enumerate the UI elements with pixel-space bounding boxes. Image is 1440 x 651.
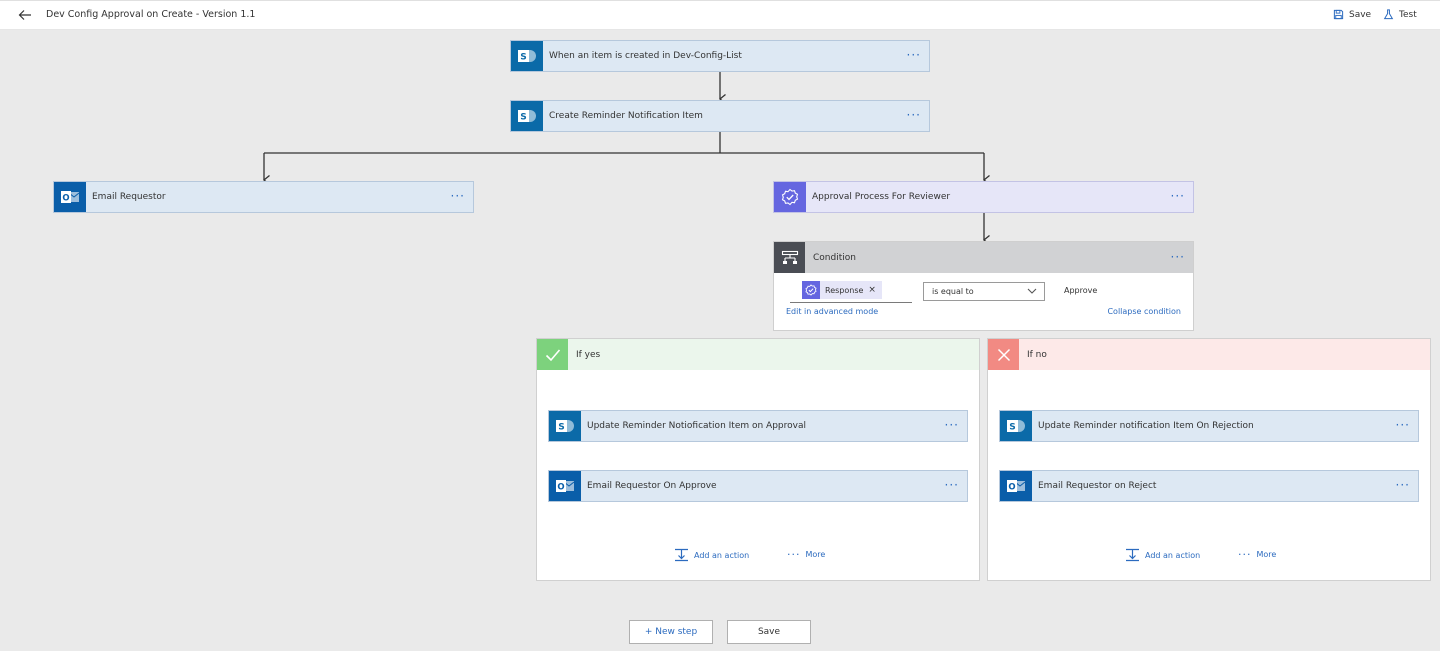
step-trigger-label: When an item is created in Dev-Config-Li… (549, 51, 742, 61)
step-update-reminder-rejection-menu[interactable]: ··· (1395, 418, 1410, 432)
step-approval-label: Approval Process For Reviewer (812, 192, 951, 202)
step-approval-menu[interactable]: ··· (1170, 189, 1185, 203)
branch-if-no-header[interactable]: If no (988, 339, 1430, 370)
svg-text:S: S (520, 53, 526, 63)
step-trigger[interactable]: S When an item is created in Dev-Config-… (510, 40, 930, 72)
new-step-button[interactable]: + New step (629, 620, 713, 644)
step-email-requestor-menu[interactable]: ··· (450, 189, 465, 203)
close-icon (988, 339, 1019, 370)
add-action-icon (675, 548, 688, 562)
no-more-button[interactable]: ··· More (1238, 548, 1276, 561)
step-update-reminder-approval[interactable]: S Update Reminder Notiofication Item on … (548, 410, 968, 442)
step-create-reminder-menu[interactable]: ··· (906, 108, 921, 122)
no-add-action-label: Add an action (1145, 550, 1201, 560)
step-update-reminder-approval-label: Update Reminder Notiofication Item on Ap… (587, 421, 806, 431)
save-toolbar-button[interactable]: Save (1333, 9, 1371, 20)
more-dots-icon: ··· (787, 548, 801, 561)
sharepoint-icon: S (511, 101, 543, 131)
svg-text:O: O (62, 194, 69, 204)
step-email-requestor-label: Email Requestor (92, 192, 166, 202)
svg-text:S: S (520, 113, 526, 123)
condition-right-operand[interactable]: Approve (1064, 286, 1098, 295)
top-bar: Dev Config Approval on Create - Version … (0, 0, 1440, 30)
branch-if-yes-header[interactable]: If yes (537, 339, 979, 370)
step-email-requestor-reject-label: Email Requestor on Reject (1038, 481, 1157, 491)
yes-more-button[interactable]: ··· More (787, 548, 825, 561)
collapse-condition-link[interactable]: Collapse condition (1107, 307, 1181, 316)
svg-text:O: O (557, 483, 564, 493)
sharepoint-icon: S (511, 41, 543, 71)
flask-icon (1383, 9, 1394, 20)
chevron-down-icon (1027, 288, 1037, 294)
yes-more-label: More (805, 550, 826, 559)
condition-card: Condition ··· Response × is equal to App… (773, 241, 1194, 331)
step-update-reminder-rejection[interactable]: S Update Reminder notification Item On R… (999, 410, 1419, 442)
save-icon (1333, 9, 1344, 20)
step-email-requestor[interactable]: O Email Requestor ··· (53, 181, 474, 213)
response-token-label: Response (825, 285, 864, 295)
condition-operator-select[interactable]: is equal to (923, 282, 1045, 301)
svg-text:O: O (1008, 483, 1015, 493)
sharepoint-icon: S (1000, 411, 1032, 441)
step-email-requestor-approve-menu[interactable]: ··· (944, 478, 959, 492)
step-trigger-menu[interactable]: ··· (906, 48, 921, 62)
condition-icon (774, 242, 805, 273)
condition-title: Condition (813, 252, 856, 263)
branch-if-yes-label: If yes (576, 349, 601, 360)
condition-left-operand[interactable]: Response × (790, 281, 912, 303)
svg-text:S: S (558, 423, 564, 433)
step-email-requestor-approve-label: Email Requestor On Approve (587, 481, 717, 491)
branch-if-no-label: If no (1027, 349, 1047, 360)
step-email-requestor-reject-menu[interactable]: ··· (1395, 478, 1410, 492)
step-approval[interactable]: Approval Process For Reviewer ··· (773, 181, 1194, 213)
sharepoint-icon: S (549, 411, 581, 441)
remove-token-icon[interactable]: × (868, 285, 876, 295)
condition-header[interactable]: Condition ··· (774, 242, 1193, 273)
response-token[interactable]: Response × (802, 281, 882, 299)
add-action-icon (1126, 548, 1139, 562)
no-add-action-button[interactable]: Add an action (1125, 548, 1200, 562)
yes-add-action-label: Add an action (694, 550, 750, 560)
step-create-reminder-label: Create Reminder Notification Item (549, 111, 703, 121)
svg-text:S: S (1009, 423, 1015, 433)
outlook-icon: O (1000, 471, 1032, 501)
step-update-reminder-rejection-label: Update Reminder notification Item On Rej… (1038, 421, 1254, 431)
step-email-requestor-reject[interactable]: O Email Requestor on Reject ··· (999, 470, 1419, 502)
approval-icon (774, 182, 806, 212)
back-arrow-icon[interactable] (18, 8, 34, 24)
step-create-reminder[interactable]: S Create Reminder Notification Item ··· (510, 100, 930, 132)
save-toolbar-label: Save (1349, 9, 1372, 20)
condition-menu[interactable]: ··· (1170, 250, 1185, 264)
branch-if-no: If no (987, 338, 1431, 581)
approval-icon (802, 281, 820, 299)
condition-operator-value: is equal to (932, 287, 974, 296)
test-toolbar-button[interactable]: Test (1383, 9, 1417, 20)
branch-if-yes: If yes (536, 338, 980, 581)
step-update-reminder-approval-menu[interactable]: ··· (944, 418, 959, 432)
yes-add-action-button[interactable]: Add an action (674, 548, 749, 562)
more-dots-icon: ··· (1238, 548, 1252, 561)
step-email-requestor-approve[interactable]: O Email Requestor On Approve ··· (548, 470, 968, 502)
check-icon (537, 339, 568, 370)
test-toolbar-label: Test (1399, 9, 1417, 20)
outlook-icon: O (54, 182, 86, 212)
no-more-label: More (1256, 550, 1277, 559)
edit-advanced-mode-link[interactable]: Edit in advanced mode (786, 307, 879, 316)
flow-title: Dev Config Approval on Create - Version … (46, 9, 256, 20)
save-button[interactable]: Save (727, 620, 811, 644)
outlook-icon: O (549, 471, 581, 501)
